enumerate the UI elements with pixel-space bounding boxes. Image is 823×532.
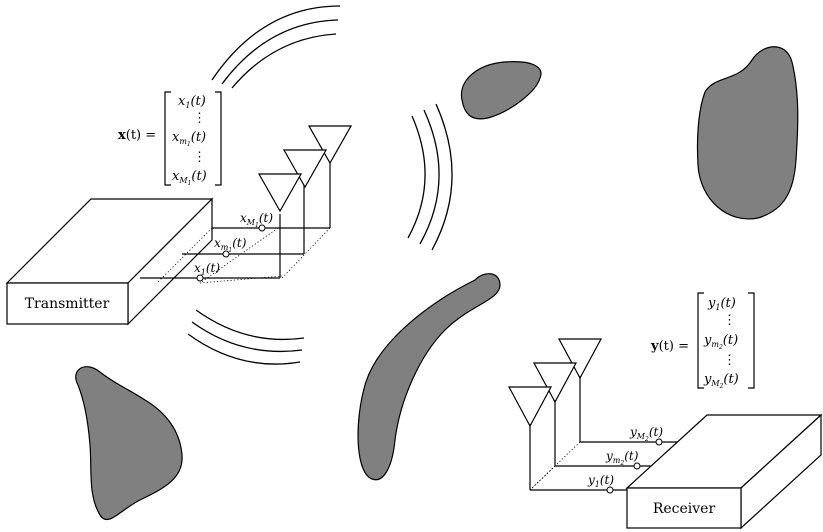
tx-vector-entry-m: xm1(t)	[172, 130, 206, 148]
tx-vector-right-bracket	[215, 91, 222, 186]
rx-vector-symbol: y(t) =	[650, 339, 689, 354]
rx-vector-vdots-2: ⋮	[723, 353, 736, 368]
rx-port-bot	[606, 486, 614, 494]
receiver-box: Receiver	[625, 413, 823, 530]
tx-vector-vdots-2: ⋮	[193, 150, 206, 165]
tx-vector-entry-M: xM1(t)	[172, 169, 207, 187]
rx-vector-entry-1: y1(t)	[707, 296, 736, 312]
rx-vector-entry-m: ym2(t)	[703, 333, 738, 351]
tx-vector-left-bracket	[164, 91, 171, 186]
tx-antennas	[257, 125, 353, 213]
rx-vector-entry-M: yM2(t)	[703, 372, 739, 390]
rx-port-mid	[633, 462, 641, 470]
wave-arcs-top	[211, 5, 341, 89]
rx-antennas	[507, 338, 603, 428]
rx-vector-right-bracket	[748, 292, 755, 389]
tx-vector-symbol: x(t) =	[118, 128, 156, 143]
tx-signal-label-top: xM1(t)	[240, 211, 273, 229]
scatterer-blob-bottom-left	[75, 366, 183, 521]
rx-antenna-2	[532, 362, 578, 404]
scatterer-blob-right	[696, 46, 799, 220]
scatterer-blob-center	[357, 273, 501, 481]
tx-antenna-1	[257, 173, 303, 213]
rx-signal-label-top: yM2(t)	[629, 425, 663, 443]
receiver-label: Receiver	[653, 501, 716, 517]
tx-port-bot	[196, 274, 204, 282]
tx-vector-entry-1: x1(t)	[178, 94, 206, 110]
wave-arcs-bottom	[187, 309, 305, 365]
rx-vector-vdots-1: ⋮	[723, 313, 736, 328]
tx-vector-vdots-1: ⋮	[193, 111, 206, 126]
tx-antenna-3	[307, 125, 353, 165]
transmitter-label: Transmitter	[25, 296, 110, 312]
scatterer-blob-top	[460, 61, 542, 120]
rx-signal-label-bot: y1(t)	[587, 473, 614, 489]
rx-port-top	[655, 438, 663, 446]
tx-feed-lines	[140, 148, 331, 284]
rx-antenna-3	[557, 338, 603, 380]
tx-antenna-2	[282, 149, 328, 189]
tx-port-mid	[222, 250, 230, 258]
rx-antenna-1	[507, 386, 553, 428]
tx-port-top	[258, 224, 266, 232]
transmitter-box: Transmitter	[5, 197, 214, 326]
tx-signal-label-mid: xm1(t)	[214, 236, 247, 254]
wave-arcs-right	[407, 103, 453, 251]
rx-vector-left-bracket	[697, 292, 704, 389]
tx-signal-label-bot: x1(t)	[194, 261, 220, 277]
rx-vector: y(t) = y1(t) ⋮ ym2(t) ⋮ yM2(t)	[650, 292, 755, 390]
rx-signal-label-mid: ym2(t)	[605, 449, 639, 467]
tx-vector: x(t) = x1(t) ⋮ xm1(t) ⋮ xM1(t)	[118, 91, 222, 187]
